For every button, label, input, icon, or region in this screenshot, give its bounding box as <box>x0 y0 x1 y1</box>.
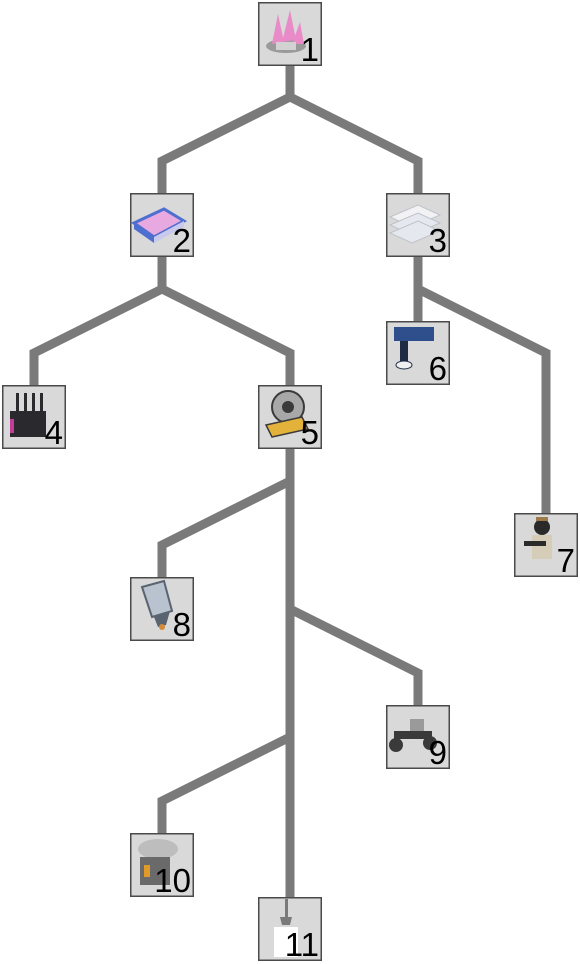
edge-5-to-9 <box>287 604 423 705</box>
node-number-label: 2 <box>173 222 191 259</box>
tree-node-3[interactable]: 3 <box>386 193 450 259</box>
soldier-figure-icon <box>524 517 552 559</box>
tree-node-4[interactable]: 4 <box>2 385 66 451</box>
white-stacked-crates-icon <box>388 204 442 244</box>
tree-node-10[interactable]: 10 <box>130 833 194 899</box>
tree-node-5[interactable]: 5 <box>258 385 322 451</box>
tree-node-7[interactable]: 7 <box>514 513 578 579</box>
edge-2-to-4 <box>29 257 167 385</box>
node-number-label: 11 <box>285 926 319 963</box>
tree-node-6[interactable]: 6 <box>386 321 450 387</box>
node-number-label: 8 <box>173 606 191 643</box>
edge-5-to-10 <box>157 732 293 833</box>
blue-mech-drill-icon <box>394 327 434 370</box>
edge-1-to-2 <box>157 66 295 193</box>
tree-node-1[interactable]: 1 <box>258 2 322 68</box>
pink-crystal-cluster-icon <box>266 10 306 53</box>
rover-buggy-icon <box>389 719 437 752</box>
steel-thruster-icon <box>140 579 174 630</box>
edge-3-to-7 <box>415 284 551 513</box>
router-antenna-box-icon <box>10 393 46 437</box>
edge-2-to-5 <box>159 284 295 385</box>
node-number-label: 9 <box>429 734 447 771</box>
edge-5-to-8 <box>157 449 295 577</box>
node-number-label: 3 <box>429 222 447 259</box>
node-number-label: 1 <box>301 31 319 68</box>
node-number-label: 4 <box>45 414 63 451</box>
tree-node-8[interactable]: 8 <box>130 577 194 643</box>
node-number-label: 10 <box>154 862 191 899</box>
gold-turbine-module-icon <box>264 390 310 438</box>
edge-1-to-3 <box>287 92 423 193</box>
antenna-tower-icon <box>274 899 298 957</box>
edge-layer <box>29 66 551 897</box>
node-number-label: 7 <box>557 542 575 579</box>
tree-node-9[interactable]: 9 <box>386 705 450 771</box>
tree-node-2[interactable]: 2 <box>130 193 194 259</box>
node-number-label: 6 <box>429 350 447 387</box>
tree-node-11[interactable]: 11 <box>258 897 322 963</box>
pink-crystal-tray-icon <box>131 207 188 243</box>
node-number-label: 5 <box>301 414 319 451</box>
smoking-generator-icon <box>138 839 178 885</box>
